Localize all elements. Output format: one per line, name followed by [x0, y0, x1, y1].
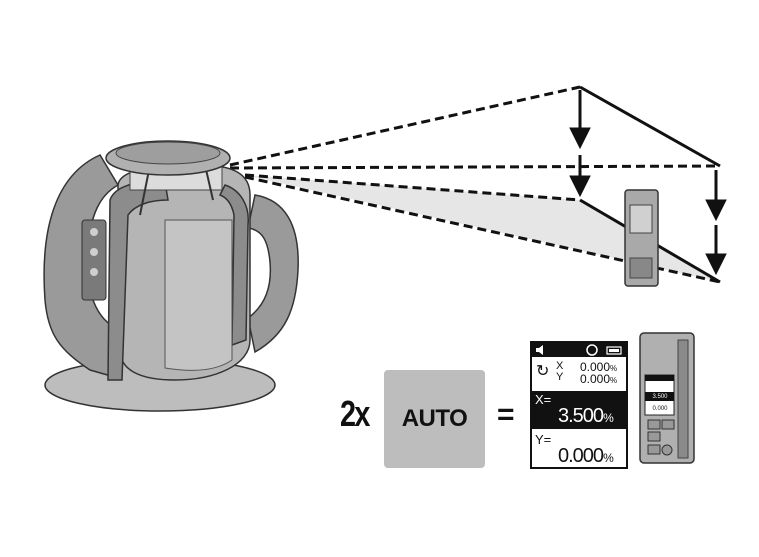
- x-big-label: X=: [535, 392, 552, 407]
- auto-button[interactable]: AUTO: [384, 370, 485, 468]
- refresh-icon: ↻: [536, 363, 550, 380]
- x-highlight: [532, 391, 626, 429]
- y-big-value: 0.000: [558, 445, 604, 467]
- rotating-laser-device: [43, 140, 299, 412]
- battery-icon: [606, 346, 622, 355]
- tilt-arrows: [569, 90, 727, 276]
- equals-sign: =: [497, 398, 515, 431]
- receiver-large: 3.500 0.000: [639, 332, 695, 464]
- x-small-value: 0.000: [580, 360, 611, 374]
- receiver-y-value: 0.000: [652, 406, 668, 412]
- multiplier-label: 2x: [340, 393, 370, 434]
- receiver-small: [624, 189, 659, 287]
- x-small-label: X: [556, 360, 564, 372]
- y-big-label: Y=: [535, 432, 552, 447]
- display-status-bar: [532, 343, 626, 357]
- rotation-icon: [586, 344, 598, 356]
- x-big-value: 3.500: [558, 405, 604, 427]
- receiver-x-value: 3.500: [652, 394, 668, 400]
- auto-button-label: AUTO: [401, 405, 468, 432]
- speaker-icon: [536, 345, 543, 355]
- receiver-display: ↻ X Y 0.000% 0.000% X= 3.500% Y= 0.000%: [530, 341, 628, 469]
- y-small-label: Y: [556, 371, 564, 383]
- y-small-value: 0.000: [580, 372, 611, 386]
